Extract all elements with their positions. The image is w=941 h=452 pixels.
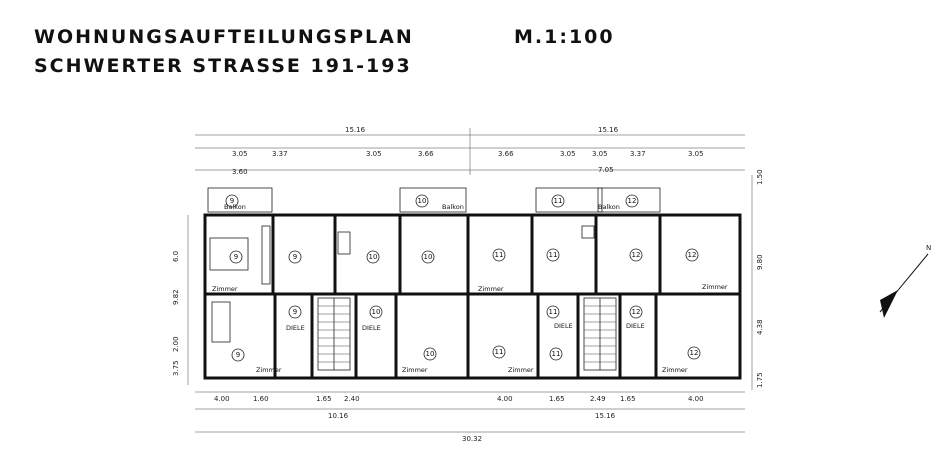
svg-text:11: 11: [495, 251, 504, 259]
dim-bottom-row: 4.00 1.60 1.65 2.40 4.00 1.65 2.49 1.65 …: [214, 395, 704, 403]
zimmer-label-1: Zimmer: [212, 285, 238, 293]
zimmer-label-2: Zimmer: [478, 285, 504, 293]
svg-text:2.00: 2.00: [172, 336, 180, 352]
svg-text:3.66: 3.66: [498, 150, 514, 158]
svg-text:9: 9: [293, 253, 297, 261]
bed-furniture: [209, 237, 249, 271]
balcony-10: [399, 187, 467, 213]
balcony-11: [535, 187, 603, 213]
balkon-label-2: Balkon: [442, 203, 464, 211]
svg-text:11: 11: [495, 348, 504, 356]
svg-text:11: 11: [554, 197, 563, 205]
bottom-room-numbers: 9 9 10 10 11 11 11 12 12: [231, 305, 701, 362]
outer-wall: [203, 213, 742, 380]
svg-text:2.40: 2.40: [344, 395, 360, 403]
balkon-label-1: Balkon: [224, 203, 246, 211]
svg-text:1.65: 1.65: [549, 395, 565, 403]
plan-scale: M.1:100: [514, 26, 615, 48]
svg-text:12: 12: [632, 251, 641, 259]
svg-text:3.75: 3.75: [172, 360, 180, 376]
diele-label-1: DIELE: [286, 324, 305, 332]
svg-text:1.65: 1.65: [316, 395, 332, 403]
balcony-numbers: 9 10 11 12: [225, 194, 639, 208]
svg-text:11: 11: [549, 308, 558, 316]
sofa-furniture: [211, 301, 231, 343]
north-arrow-icon: N: [879, 244, 931, 318]
svg-text:1.65: 1.65: [620, 395, 636, 403]
dim-top-total-right: 15.16: [598, 126, 619, 134]
plan-subtitle: SCHWERTER STRASSE 191-193: [34, 55, 412, 77]
svg-text:11: 11: [552, 350, 561, 358]
svg-text:3.05: 3.05: [592, 150, 608, 158]
svg-text:4.00: 4.00: [688, 395, 704, 403]
svg-text:10: 10: [426, 350, 435, 358]
svg-text:1.50: 1.50: [756, 169, 764, 185]
staircase-right: [583, 297, 617, 371]
svg-text:3.37: 3.37: [272, 150, 288, 158]
diele-label-2: DIELE: [362, 324, 381, 332]
svg-text:12: 12: [628, 197, 637, 205]
wardrobe-furniture: [261, 225, 271, 285]
sink-furniture: [581, 225, 595, 239]
top-partitions: [271, 215, 662, 378]
svg-text:6.0: 6.0: [172, 251, 180, 262]
dim-right-sub: 7.05: [598, 166, 614, 174]
plan-title: WOHNUNGSAUFTEILUNGSPLAN: [34, 26, 414, 48]
stove-furniture: [337, 231, 351, 255]
svg-text:3.05: 3.05: [232, 150, 248, 158]
balcony-9: [207, 187, 273, 213]
zimmer-label-4: Zimmer: [256, 366, 282, 374]
balkon-label-3: Balkon: [598, 203, 620, 211]
svg-text:2.49: 2.49: [590, 395, 606, 403]
balcony-12: [597, 187, 661, 213]
svg-text:9: 9: [234, 253, 238, 261]
svg-text:3.05: 3.05: [688, 150, 704, 158]
dim-top-row: 3.05 3.37 3.05 3.66 3.66 3.05 3.05 3.37 …: [232, 150, 704, 158]
svg-text:10: 10: [424, 253, 433, 261]
zimmer-label-6: Zimmer: [508, 366, 534, 374]
svg-text:4.00: 4.00: [497, 395, 513, 403]
dim-bottom-overall: 30.32: [462, 435, 482, 443]
bottom-partitions: [273, 294, 658, 378]
svg-text:9: 9: [236, 351, 240, 359]
svg-text:12: 12: [688, 251, 697, 259]
dim-bottom-right-total: 15.16: [595, 412, 616, 420]
dim-top-total-left: 15.16: [345, 126, 366, 134]
svg-text:3.37: 3.37: [630, 150, 646, 158]
top-room-numbers: 9 9 10 10 11 11 12 12: [229, 248, 699, 264]
diele-label-3: DIELE: [554, 322, 573, 330]
svg-text:9: 9: [230, 197, 234, 205]
svg-text:10: 10: [372, 308, 381, 316]
zimmer-label-7: Zimmer: [662, 366, 688, 374]
svg-text:4.38: 4.38: [756, 319, 764, 335]
svg-text:11: 11: [549, 251, 558, 259]
svg-text:1.75: 1.75: [756, 372, 764, 388]
svg-text:10: 10: [369, 253, 378, 261]
dim-bottom-left-total: 10.16: [328, 412, 349, 420]
zimmer-label-3: Zimmer: [702, 283, 728, 291]
svg-text:9: 9: [293, 308, 297, 316]
svg-text:9.82: 9.82: [172, 289, 180, 305]
svg-text:12: 12: [690, 349, 699, 357]
dim-left-sub: 3.60: [232, 168, 248, 176]
svg-text:12: 12: [632, 308, 641, 316]
svg-text:10: 10: [418, 197, 427, 205]
svg-text:9.80: 9.80: [756, 254, 764, 270]
diele-label-4: DIELE: [626, 322, 645, 330]
svg-text:4.00: 4.00: [214, 395, 230, 403]
svg-text:3.05: 3.05: [366, 150, 382, 158]
zimmer-label-5: Zimmer: [402, 366, 428, 374]
svg-text:3.05: 3.05: [560, 150, 576, 158]
dim-side-right: 1.50 9.80 4.38 1.75: [756, 169, 764, 388]
svg-text:N: N: [926, 244, 931, 252]
dim-side-left: 6.0 9.82 2.00 3.75: [172, 251, 180, 376]
svg-text:3.66: 3.66: [418, 150, 434, 158]
svg-text:1.60: 1.60: [253, 395, 269, 403]
staircase-left: [317, 297, 351, 371]
